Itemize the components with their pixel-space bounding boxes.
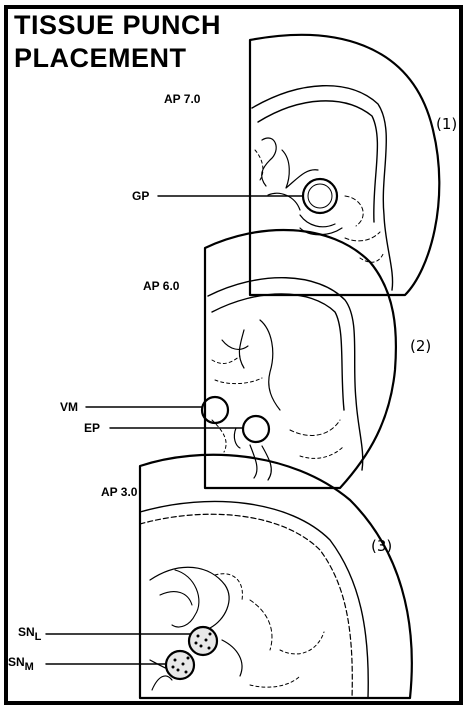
sn-m-label-main: SN <box>8 655 25 669</box>
section-2-ap-label: AP 6.0 <box>143 280 179 292</box>
sn-m-punch <box>166 651 194 679</box>
sn-l-label-subscript: L <box>35 631 42 643</box>
section-3-ap-label: AP 3.0 <box>101 486 137 498</box>
figure-title-line-1: TISSUE PUNCH <box>14 12 221 39</box>
section-1-outline <box>250 35 439 295</box>
sn-l-label-main: SN <box>18 625 35 639</box>
section-1-number: (1) <box>436 117 457 132</box>
sn-m-label-subscript: M <box>25 661 34 673</box>
gp-punch <box>303 179 337 213</box>
ep-punch <box>234 416 269 448</box>
gp-label: GP <box>132 190 149 202</box>
section-2-number: (2) <box>410 339 431 354</box>
sn-l-punch <box>189 627 217 655</box>
sn-l-label: SNL <box>18 626 41 639</box>
figure-title-line-2: PLACEMENT <box>14 45 187 72</box>
section-2-outline <box>205 230 396 488</box>
section-3-number: (3) <box>371 539 392 554</box>
sn-m-label: SNM <box>8 656 34 669</box>
section-1-ap-label: AP 7.0 <box>164 93 200 105</box>
vm-label: VM <box>60 401 78 413</box>
ep-label: EP <box>84 422 100 434</box>
